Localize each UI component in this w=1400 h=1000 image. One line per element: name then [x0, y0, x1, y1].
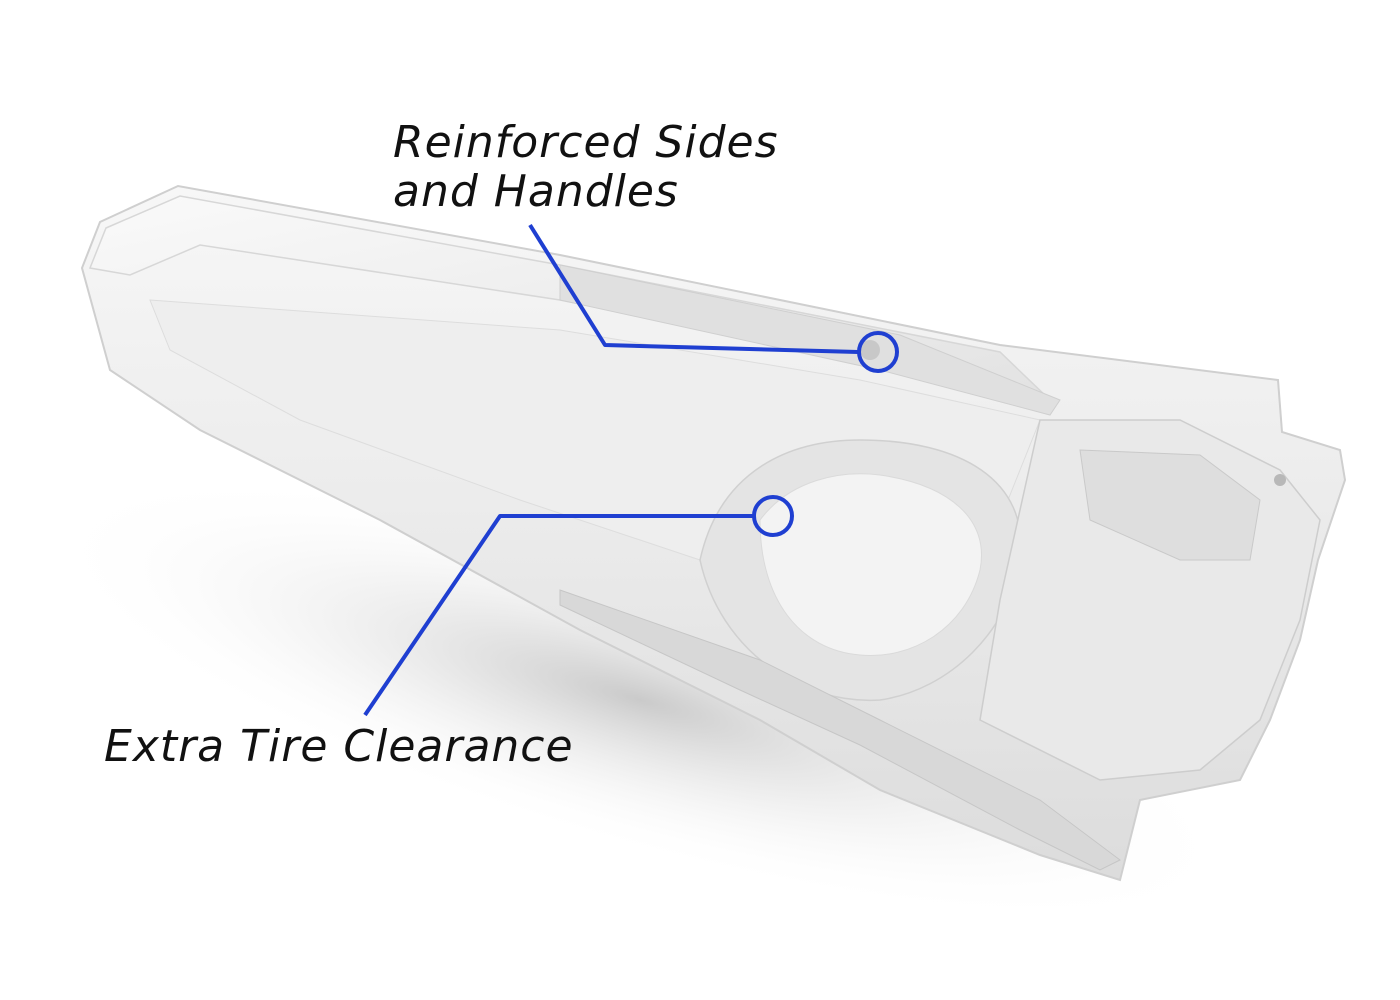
mount-hole: [1274, 474, 1286, 486]
callout-label-reinforced-line1: Reinforced Sides: [393, 117, 779, 168]
callout-label-reinforced-line2: and Handles: [393, 166, 679, 218]
callout-label-reinforced: Reinforced Sides and Handles: [393, 118, 779, 217]
handle-hole: [860, 340, 880, 360]
side-wall: [559, 264, 1061, 416]
lower-flange: [559, 589, 1121, 871]
callout-ring-reinforced: [857, 331, 899, 373]
callout-line-clearance: [363, 514, 754, 717]
tire-arch-inner: [759, 473, 982, 657]
callout-ring-clearance: [752, 495, 794, 537]
callout-line-reinforced: [528, 223, 859, 354]
rear-mount-detail: [1079, 449, 1261, 561]
callout-label-clearance: Extra Tire Clearance: [104, 721, 574, 772]
